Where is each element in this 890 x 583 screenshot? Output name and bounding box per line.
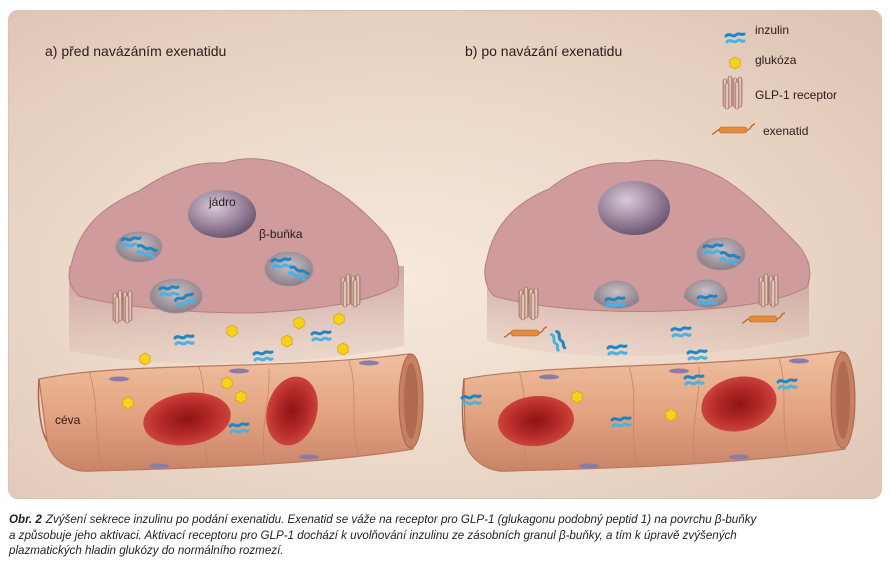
nucleus-label: jádro [209,195,236,209]
panel-b-title: b) po navázání exenatidu [465,43,623,59]
erythrocyte-a1 [143,392,231,446]
vessel-label: céva [55,413,81,427]
beta-cell-b [484,159,811,312]
insulin-icon [724,32,746,44]
diagram-scene [37,32,856,472]
panel-a-title: a) před navázáním exenatidu [45,43,227,59]
caption-line-3: plazmatických hladin glukózy do normální… [9,544,284,557]
beta-cell-label: β-buňka [259,227,303,241]
erythrocyte-a2 [266,376,318,446]
panel-a-scene [37,158,424,472]
legend-icons [711,32,756,135]
erythrocyte-b1 [498,395,574,447]
panel-b-scene [460,159,856,472]
diagram-panel: a) před navázáním exenatidu b) po navázá… [8,10,882,499]
legend-exenatide-label: exenatid [763,124,809,138]
glucose-icon [729,56,741,70]
nucleus-b [598,181,670,235]
glp1-receptor-icon [722,75,743,110]
caption-label: Obr. 2 [9,513,42,526]
granule-a2 [149,278,203,314]
legend-receptor-label: GLP-1 receptor [755,88,838,102]
exenatide-icon [711,123,756,135]
legend-insulin-label: inzulin [755,23,790,37]
erythrocyte-b2 [701,376,777,432]
caption-line-1: Zvýšení sekrece inzulinu po podání exena… [45,513,757,526]
nucleus-a [188,190,256,238]
caption-line-2: a způsobuje jeho aktivaci. Aktivací rece… [9,528,737,542]
legend-glucose-label: glukóza [755,53,797,67]
